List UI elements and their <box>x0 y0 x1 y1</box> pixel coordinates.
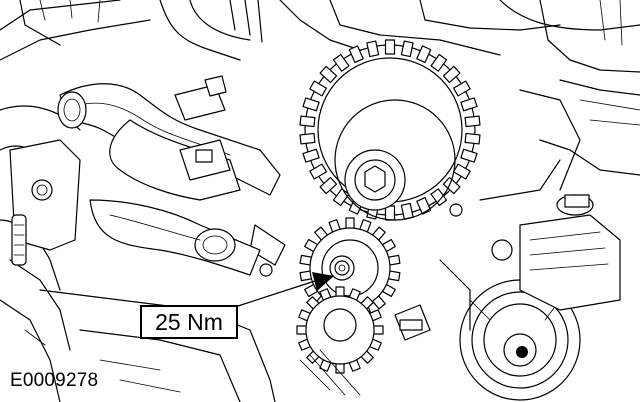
gear-tooth <box>332 53 350 72</box>
right-housing-cylinder <box>394 159 621 341</box>
mounting-bracket <box>9 139 81 266</box>
gear-tooth <box>366 40 380 58</box>
gear-tooth <box>384 39 396 55</box>
gear-tooth <box>430 188 448 207</box>
sprocket-teeth <box>299 39 481 221</box>
gear-tooth <box>460 97 478 112</box>
gear-tooth <box>464 115 481 128</box>
gear-tooth <box>442 65 461 84</box>
gear-tooth <box>452 80 471 97</box>
gear-tooth <box>348 45 364 64</box>
torque-value: 25 Nm <box>155 308 223 335</box>
upper-camshaft-sprocket <box>299 39 481 221</box>
gear-tooth <box>430 53 448 72</box>
torque-callout: 25 Nm <box>140 305 238 339</box>
torque-bolt <box>334 260 350 276</box>
gear-tooth <box>464 132 481 145</box>
gear-tooth <box>452 163 471 180</box>
gear-tooth <box>309 163 328 180</box>
gear-tooth <box>309 80 328 97</box>
figure-reference-code: E0009278 <box>10 370 99 391</box>
lower-gear <box>296 286 384 396</box>
gear-tooth <box>299 115 316 128</box>
gear-tooth <box>319 65 338 84</box>
gear-tooth <box>299 132 316 145</box>
gear-tooth <box>400 40 414 58</box>
gear-tooth <box>460 148 478 163</box>
hose-clamps <box>174 75 286 277</box>
gear-tooth <box>442 176 461 195</box>
lower-pipe <box>39 199 276 402</box>
gear-tooth <box>416 196 432 215</box>
gear-tooth <box>416 45 432 64</box>
gear-tooth <box>319 176 338 195</box>
gear-tooth <box>302 97 320 112</box>
callout-arrow <box>237 272 334 307</box>
right-pulley <box>459 279 581 401</box>
coolant-hose <box>57 83 281 201</box>
gear-teeth <box>296 286 384 374</box>
gear-tooth <box>302 148 320 163</box>
